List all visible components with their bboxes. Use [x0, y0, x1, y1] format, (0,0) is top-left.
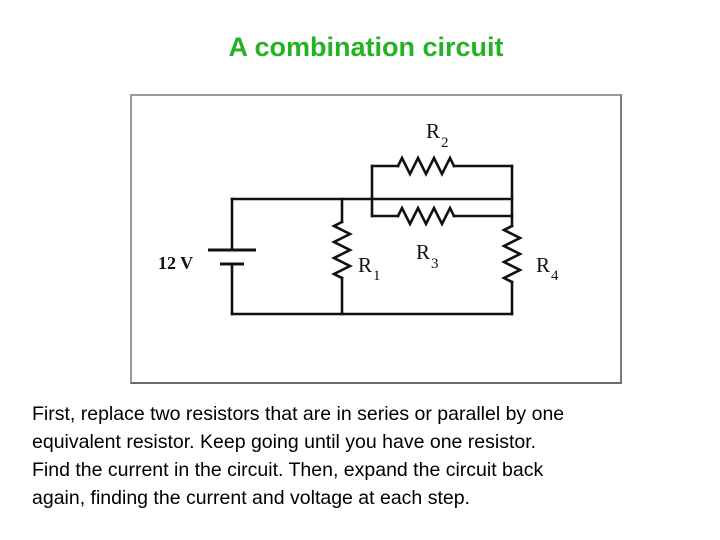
slide-title: A combination circuit: [228, 32, 504, 62]
resistor-r1: [331, 220, 353, 280]
instruction-text: First, replace two resistors that are in…: [32, 400, 692, 512]
instruction-line: again, finding the current and voltage a…: [32, 487, 470, 509]
circuit-schematic: 12 V R 1 R 2 R 3 R 4: [158, 119, 559, 316]
circuit-diagram: 12 V R 1 R 2 R 3 R 4: [130, 94, 622, 384]
instruction-line: Find the current in the circuit. Then, e…: [32, 459, 544, 481]
r4-subscript: 4: [551, 268, 559, 284]
resistor-r2: [396, 155, 456, 177]
r4-letter: R: [536, 253, 550, 277]
battery-voltage-label: 12 V: [158, 253, 193, 273]
r1-letter: R: [358, 253, 372, 277]
r3-subscript: 3: [431, 256, 439, 272]
instruction-line: equivalent resistor. Keep going until yo…: [32, 431, 537, 453]
r2-subscript: 2: [441, 135, 449, 151]
instruction-line: First, replace two resistors that are in…: [32, 403, 565, 425]
r2-letter: R: [426, 119, 440, 143]
resistor-r4: [501, 224, 523, 284]
resistor-r3: [396, 205, 456, 227]
r3-letter: R: [416, 240, 430, 264]
r1-subscript: 1: [373, 268, 381, 284]
